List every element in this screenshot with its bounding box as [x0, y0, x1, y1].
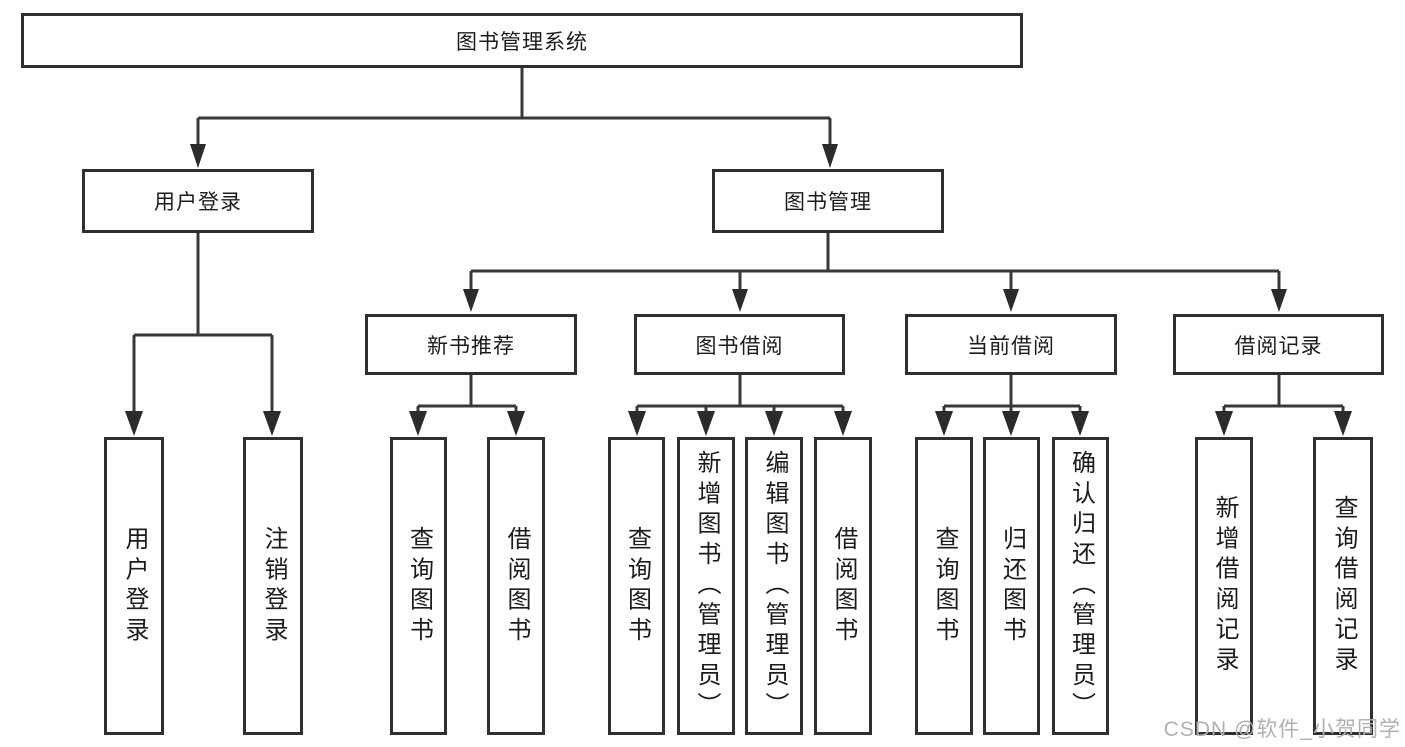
node-book-management: 图书管理 — [712, 169, 944, 233]
leaf-cb-return-book: 归还图书 — [983, 437, 1040, 735]
node-new-book-recommendation: 新书推荐 — [365, 314, 577, 375]
leaf-user-login: 用户登录 — [104, 437, 164, 735]
leaf-bb-query-book: 查询图书 — [608, 437, 665, 735]
leaf-cb-confirm-return-admin: 确认归还（管理员） — [1052, 437, 1109, 735]
connector-strokes — [132, 68, 1345, 414]
leaf-br-add-record: 新增借阅记录 — [1195, 437, 1253, 735]
leaf-bb-borrow-book: 借阅图书 — [814, 437, 872, 735]
csdn-watermark: CSDN @软件_小贺同学 — [1163, 718, 1401, 741]
leaf-br-query-record: 查询借阅记录 — [1313, 437, 1373, 735]
node-current-borrowing: 当前借阅 — [905, 314, 1117, 375]
node-root: 图书管理系统 — [21, 13, 1023, 68]
node-borrowing-records: 借阅记录 — [1173, 314, 1384, 375]
node-book-borrowing: 图书借阅 — [634, 314, 845, 375]
leaf-rec-query-book: 查询图书 — [390, 437, 447, 735]
node-user-login: 用户登录 — [82, 169, 314, 233]
leaf-bb-edit-book-admin: 编辑图书（管理员） — [745, 437, 803, 735]
arrowheads — [125, 144, 1352, 436]
leaf-rec-borrow-book: 借阅图书 — [487, 437, 545, 735]
leaf-cb-query-book: 查询图书 — [915, 437, 973, 735]
leaf-logout: 注销登录 — [243, 437, 303, 735]
leaf-bb-add-book-admin: 新增图书（管理员） — [677, 437, 735, 735]
